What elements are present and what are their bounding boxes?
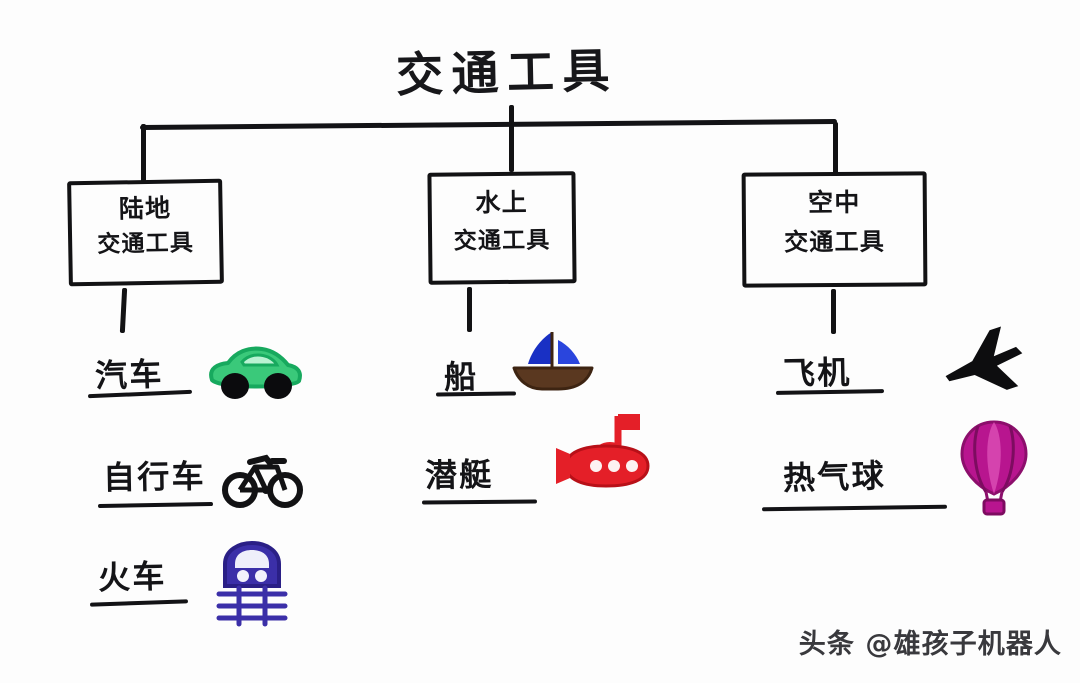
category-land-label-line1: 陆地 bbox=[118, 193, 172, 224]
page-title: 交通工具 bbox=[395, 43, 619, 104]
item-label-bicycle[interactable]: 自行车 bbox=[102, 457, 207, 497]
connector-air-to-items bbox=[831, 289, 836, 334]
connector-title-to-bus bbox=[509, 105, 514, 127]
item-underline-submarine bbox=[421, 499, 538, 505]
connector-bus-to-land bbox=[141, 124, 146, 182]
item-label-airplane[interactable]: 飞机 bbox=[782, 353, 852, 393]
category-box-land[interactable]: 陆地 交通工具 bbox=[67, 178, 224, 287]
item-underline-boat bbox=[435, 391, 517, 397]
item-underline-bicycle bbox=[97, 501, 214, 509]
connector-bus-to-water bbox=[509, 124, 514, 172]
connector-bus-to-air bbox=[833, 122, 838, 174]
submarine-icon bbox=[548, 404, 660, 500]
item-label-hot-air-balloon[interactable]: 热气球 bbox=[782, 456, 887, 498]
bicycle-icon bbox=[222, 448, 304, 510]
category-water-label-line2: 交通工具 bbox=[453, 227, 551, 255]
connector-land-to-items bbox=[119, 287, 128, 334]
item-underline-airplane bbox=[775, 389, 885, 395]
title-underline bbox=[139, 118, 838, 131]
item-underline-hot-air-balloon bbox=[761, 504, 948, 512]
car-icon bbox=[198, 338, 308, 404]
category-land-label-line2: 交通工具 bbox=[97, 230, 195, 258]
airplane-icon bbox=[940, 326, 1026, 400]
category-box-air[interactable]: 空中 交通工具 bbox=[741, 171, 928, 288]
item-label-train[interactable]: 火车 bbox=[97, 557, 168, 597]
item-label-car[interactable]: 汽车 bbox=[94, 354, 165, 396]
item-underline-train bbox=[89, 599, 189, 607]
category-air-label-line1: 空中 bbox=[807, 187, 861, 218]
category-box-water[interactable]: 水上 交通工具 bbox=[427, 171, 577, 285]
category-water-label-line1: 水上 bbox=[475, 187, 529, 218]
connector-water-to-items bbox=[467, 287, 472, 332]
sailboat-icon bbox=[506, 328, 598, 394]
watermark: 头条 @雄孩子机器人 bbox=[798, 629, 1062, 660]
hot-air-balloon-icon bbox=[958, 418, 1030, 516]
item-label-submarine[interactable]: 潜艇 bbox=[424, 455, 494, 495]
category-air-label-line2: 交通工具 bbox=[784, 227, 886, 257]
train-icon bbox=[213, 538, 291, 627]
